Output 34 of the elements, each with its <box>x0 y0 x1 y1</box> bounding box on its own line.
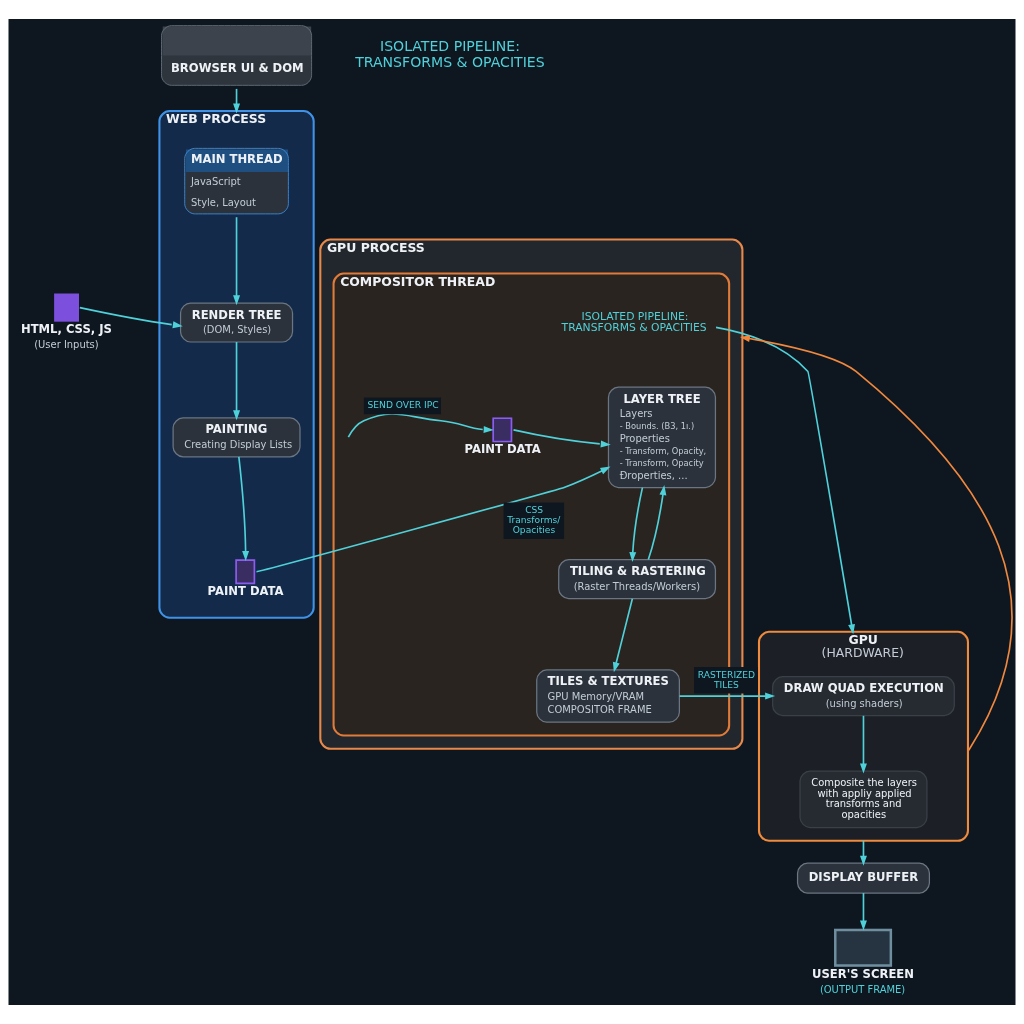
arrow <box>233 216 241 306</box>
arrow <box>629 486 644 563</box>
node-box: Composite the layers with appliy applied transforms and opacities <box>799 770 928 829</box>
arrow <box>347 413 494 439</box>
node-label: (OUTPUT FRAME) <box>819 984 906 996</box>
node-label: HTML, CSS, JS <box>20 321 112 336</box>
node-box: DRAW QUAD EXECUTION (using shaders) <box>772 676 955 717</box>
edge-label: SEND OVER IPC <box>367 400 439 411</box>
node-box: TILING & RASTERING (Raster Threads/Workers) <box>558 559 717 600</box>
arrow <box>233 341 241 421</box>
arrow <box>255 466 611 573</box>
arrow <box>612 597 634 673</box>
arrow <box>860 892 867 931</box>
node-label: USER'S SCREEN <box>812 966 914 981</box>
node-text: ISOLATED PIPELINE: TRANSFORMS & OPACITIES <box>561 309 707 335</box>
arrow <box>860 714 867 774</box>
node-label: PAINT DATA <box>207 584 284 599</box>
node-box: TILES & TEXTURES GPU Memory/VRAM COMPOSITOR FRAME <box>536 669 680 723</box>
arrow <box>739 335 1013 753</box>
node-box <box>54 293 79 322</box>
node-box: DISPLAY BUFFER <box>796 862 930 894</box>
arrow <box>715 326 855 635</box>
node-label: (User Inputs) <box>34 338 99 350</box>
node-box: LAYER TREE Layers - Bounds. (B3, 1ı.) Properties - Transform, Opacity, - Transform, Opacity Ðroperties, ... <box>607 386 717 489</box>
node-label: PAINT DATA <box>464 442 541 457</box>
arrow <box>647 485 667 561</box>
arrow <box>678 692 776 700</box>
node-box: RENDER TREE (DOM, Styles) <box>179 302 294 343</box>
arrow <box>79 306 183 329</box>
node-box: PAINTING Creating Display Lists <box>172 417 301 458</box>
label: ISOLATED PIPELINE: TRANSFORMS & OPACITIES <box>355 38 545 70</box>
arrow <box>512 429 611 448</box>
arrow <box>238 456 250 561</box>
edge-label: CSS Transforms/ Opacities <box>507 505 561 535</box>
